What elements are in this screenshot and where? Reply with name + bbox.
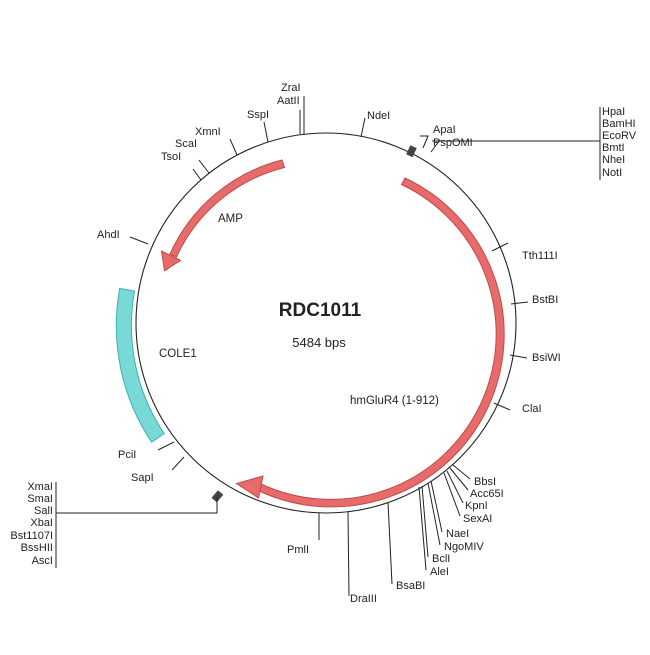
site-label-ahdi: AhdI — [97, 229, 120, 241]
cole1-feature-band — [115, 287, 165, 443]
mcs-right-item: EcoRV — [602, 130, 637, 142]
site-label-sapi: SapI — [131, 472, 154, 484]
site-label-bcli: BclI — [432, 553, 450, 565]
plasmid-name: RDC1011 — [279, 300, 362, 321]
site-label-pmli: PmlI — [287, 544, 309, 556]
mcs-right-item: NotI — [602, 167, 622, 179]
mcs-left-item: Bst1107I — [10, 530, 53, 542]
mcs-left-marker — [211, 490, 224, 503]
mcs-right-item: BamHI — [602, 118, 636, 130]
site-label-pcii: PciI — [118, 449, 136, 461]
site-ticks — [55, 96, 601, 597]
mcs-left-item: XbaI — [30, 517, 53, 529]
site-label-sexai: SexAI — [463, 513, 492, 525]
feature-label-cole1: COLE1 — [159, 348, 197, 360]
site-label-xmni: XmnI — [195, 126, 221, 138]
mcs-left-item: SmaI — [27, 493, 53, 505]
site-label-zrai: ZraI — [281, 82, 301, 94]
mcs-right-list: HpaI BamHI EcoRV BmtI NheI NotI — [602, 106, 637, 179]
amp-arrowhead — [160, 250, 182, 272]
site-label-clai: ClaI — [522, 403, 542, 415]
mcs-left-item: BssHII — [21, 542, 53, 554]
amp-gene-arrow-body — [169, 159, 286, 258]
site-label-bbsi: BbsI — [474, 476, 496, 488]
mcs-left-item: XmaI — [27, 481, 53, 493]
site-label-bsabi: BsaBI — [396, 580, 425, 592]
site-label-tth111i: Tth111I — [522, 250, 558, 262]
backbone-circle — [135, 132, 517, 514]
site-label-kpni: KpnI — [465, 500, 488, 512]
site-label-bstbi: BstBI — [532, 294, 558, 306]
site-label-ndei: NdeI — [367, 110, 390, 122]
site-label-alei: AleI — [430, 566, 449, 578]
site-label-tsoi: TsoI — [161, 151, 181, 163]
plasmid-size: 5484 bps — [292, 335, 346, 350]
mcs-left-list: XmaI SmaI SalI XbaI Bst1107I BssHII AscI — [10, 481, 53, 567]
feature-label-hmglur4: hmGluR4 (1-912) — [350, 395, 439, 407]
site-label-apai: ApaI — [433, 124, 456, 136]
site-label-acc65i: Acc65I — [470, 488, 504, 500]
site-label-scai: ScaI — [175, 138, 197, 150]
site-label-naei: NaeI — [446, 528, 469, 540]
mcs-right-marker — [406, 145, 417, 158]
hmglur4-arrowhead — [235, 475, 264, 499]
site-label-bsiwi: BsiWI — [532, 352, 561, 364]
mcs-left-item: AscI — [32, 555, 53, 567]
mcs-right-item: HpaI — [602, 106, 625, 118]
feature-label-amp: AMP — [218, 213, 243, 225]
site-label-draiii: DraIII — [350, 593, 377, 605]
mcs-right-item: BmtI — [602, 142, 625, 154]
site-label-sspi: SspI — [247, 109, 269, 121]
site-label-ngomiv: NgoMIV — [444, 541, 484, 553]
site-label-aatii: AatII — [277, 95, 300, 107]
site-label-pspomi: PspOMI — [433, 137, 473, 149]
mcs-left-item: SalI — [34, 505, 53, 517]
mcs-right-item: NheI — [602, 154, 625, 166]
